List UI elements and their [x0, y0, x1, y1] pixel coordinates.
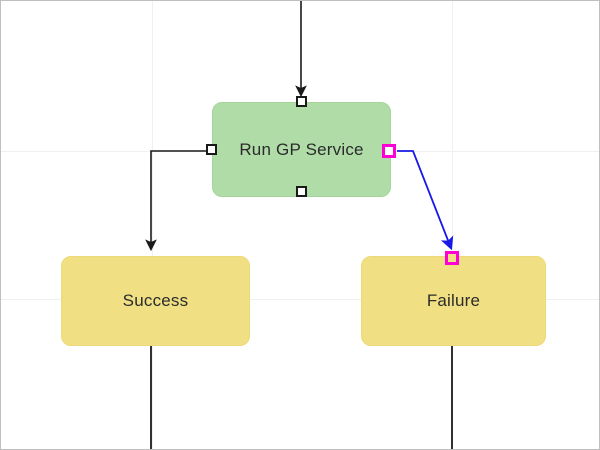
node-run-gp-service[interactable]: Run GP Service — [212, 102, 391, 197]
handle-left-run-gp-service[interactable] — [206, 144, 217, 155]
node-label: Failure — [426, 291, 481, 310]
handle-right-run-gp-service[interactable] — [382, 144, 396, 158]
node-success[interactable]: Success — [61, 256, 250, 346]
handle-top-run-gp-service[interactable] — [296, 96, 307, 107]
node-failure[interactable]: Failure — [361, 256, 546, 346]
grid-line-vertical — [452, 1, 453, 449]
handle-bottom-run-gp-service[interactable] — [296, 186, 307, 197]
edge-to-failure[interactable] — [397, 150, 454, 251]
node-label: Run GP Service — [239, 139, 364, 159]
edge-to-success[interactable] — [145, 150, 209, 252]
node-label: Success — [122, 291, 189, 310]
handle-top-failure[interactable] — [445, 251, 459, 265]
grid-line-vertical — [152, 1, 153, 449]
